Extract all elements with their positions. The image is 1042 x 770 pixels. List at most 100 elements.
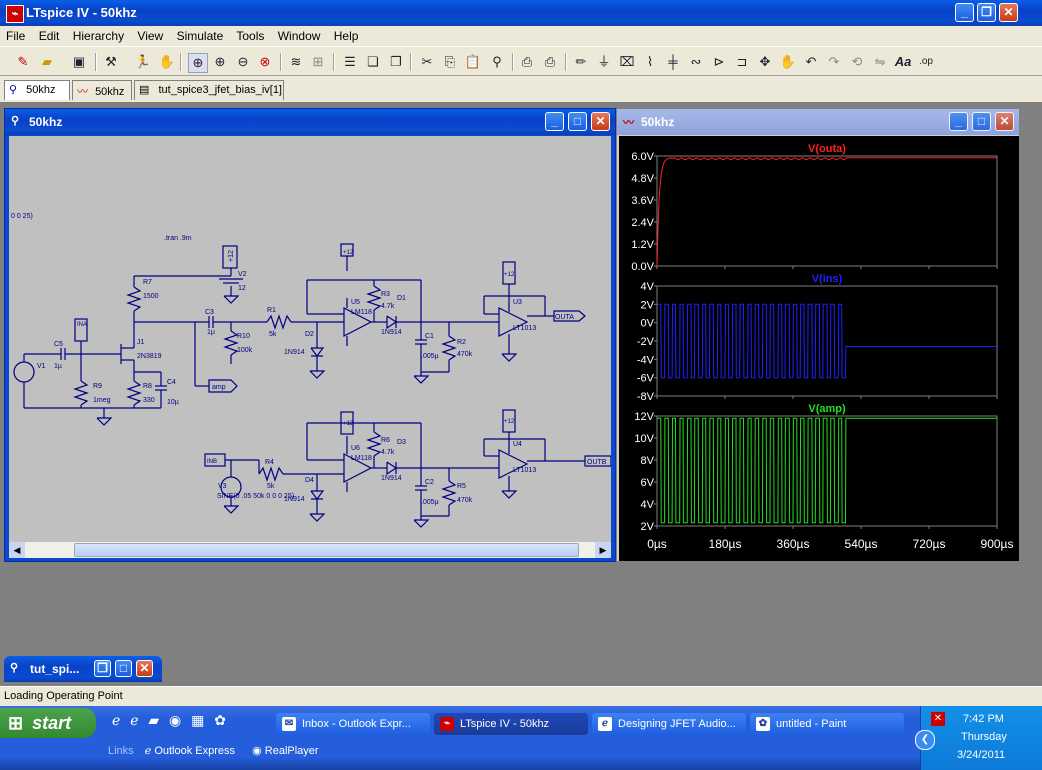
main-title-bar[interactable]: ⌁ LTspice IV - 50khz _ ❐ ✕ bbox=[0, 0, 1042, 26]
undo-icon[interactable]: ↶ bbox=[805, 54, 817, 69]
copy-icon[interactable]: ⎘ bbox=[444, 54, 456, 69]
grid-icon[interactable]: ⊞ bbox=[312, 54, 324, 69]
schematic-h-scrollbar[interactable]: ◀ ▶ bbox=[9, 542, 611, 558]
schematic-maximize-button[interactable]: □ bbox=[568, 112, 587, 131]
paste-icon[interactable]: 📋 bbox=[464, 54, 482, 69]
taskbar-paint[interactable]: ✿ untitled - Paint bbox=[750, 713, 904, 735]
scroll-thumb[interactable] bbox=[74, 543, 579, 557]
menu-simulate[interactable]: Simulate bbox=[176, 29, 224, 43]
taskbar-ie[interactable]: ℯ Designing JFET Audio... bbox=[592, 713, 746, 735]
realplayer-link[interactable]: RealPlayer bbox=[264, 745, 319, 757]
sine-source-text: SINE(0 .05 50k 0 0 0 25) bbox=[217, 493, 294, 500]
tile-horizontal-icon[interactable]: ☰ bbox=[344, 54, 356, 69]
close-button[interactable]: ✕ bbox=[999, 3, 1018, 22]
spice-directive-icon[interactable]: .op bbox=[919, 56, 933, 67]
waveform-title-bar[interactable]: 〰 50khz _ □ ✕ bbox=[617, 109, 1019, 135]
schematic-title-bar[interactable]: ⚲ 50khz _ □ ✕ bbox=[5, 109, 615, 135]
text-icon[interactable]: Aa bbox=[894, 54, 912, 69]
label-u5-plus12: +12 bbox=[343, 250, 354, 256]
media-icon[interactable]: ◉ bbox=[169, 712, 182, 728]
ground-icon[interactable]: ⏚ bbox=[597, 54, 611, 69]
waveform-minimize-button[interactable]: _ bbox=[949, 112, 968, 131]
waveform-maximize-button[interactable]: □ bbox=[972, 112, 991, 131]
trace-label[interactable]: V(outa) bbox=[808, 143, 846, 155]
tile-vertical-icon[interactable]: ❐ bbox=[390, 54, 402, 69]
trace-label[interactable]: V(ins) bbox=[812, 273, 843, 285]
folder-icon[interactable]: ▰ bbox=[148, 712, 160, 728]
minimized-maximize-button[interactable]: □ bbox=[115, 660, 132, 677]
zoom-in-icon[interactable]: ⊕ bbox=[214, 54, 226, 69]
menu-window[interactable]: Window bbox=[277, 29, 321, 43]
ie-icon[interactable]: ℯ bbox=[112, 712, 121, 728]
menu-help[interactable]: Help bbox=[333, 29, 359, 43]
rotate-icon[interactable]: ⟲ bbox=[851, 54, 863, 69]
schematic-minimize-button[interactable]: _ bbox=[545, 112, 564, 131]
zoom-area-icon[interactable]: ⊕ bbox=[188, 53, 208, 73]
schematic-canvas[interactable]: 0 0 25) .tran .9m SINE(0 .05 50k 0 0 0 2… bbox=[9, 136, 611, 542]
tab-waveform-50khz[interactable]: 〰 50khz bbox=[72, 80, 132, 100]
tab-netlist[interactable]: ▤ tut_spice3_jfet_bias_iv[1] bbox=[134, 80, 284, 100]
menu-view[interactable]: View bbox=[137, 29, 164, 43]
taskbar-outlook[interactable]: ✉ Inbox - Outlook Expr... bbox=[276, 713, 430, 735]
component-icon[interactable]: ⊐ bbox=[736, 54, 748, 69]
restore-button[interactable]: ❐ bbox=[977, 3, 996, 22]
schematic-window[interactable]: ⚲ 50khz _ □ ✕ bbox=[4, 108, 616, 562]
schematic-close-button[interactable]: ✕ bbox=[591, 112, 610, 131]
y-tick-label: 12V bbox=[634, 411, 654, 423]
print-icon[interactable]: ⎙ bbox=[544, 54, 556, 69]
minimized-window[interactable]: ⚲ tut_spi... ❐ □ ✕ bbox=[4, 656, 162, 682]
save-icon[interactable]: ▣ bbox=[72, 54, 86, 69]
open-icon[interactable]: ▰ bbox=[42, 54, 52, 69]
diode-icon[interactable]: ⊳ bbox=[713, 54, 725, 69]
menu-tools[interactable]: Tools bbox=[236, 29, 265, 43]
waveform-plot[interactable]: V(outa)6.0V4.8V3.6V2.4V1.2V0.0VV(ins)4V2… bbox=[619, 136, 1019, 561]
run-icon[interactable]: 🏃 bbox=[134, 54, 152, 69]
autorange-icon[interactable]: ≋ bbox=[290, 54, 302, 69]
links-label[interactable]: Links bbox=[108, 745, 134, 757]
label-r9: R9 bbox=[93, 383, 102, 390]
find-icon[interactable]: ⚲ bbox=[492, 54, 502, 69]
capacitor-icon[interactable]: ╪ bbox=[668, 54, 678, 69]
print-setup-icon[interactable]: ⎙ bbox=[521, 54, 533, 69]
start-button[interactable]: ⊞ start bbox=[0, 708, 96, 738]
mirror-icon[interactable]: ⇋ bbox=[874, 54, 886, 69]
zoom-fit-icon[interactable]: ⊗ bbox=[259, 54, 271, 69]
scroll-left-button[interactable]: ◀ bbox=[9, 542, 25, 558]
ie-alt-icon[interactable]: ℯ bbox=[130, 712, 139, 728]
control-panel-icon[interactable]: ⚒ bbox=[105, 54, 117, 69]
redo-icon[interactable]: ↷ bbox=[828, 54, 840, 69]
menu-edit[interactable]: Edit bbox=[38, 29, 60, 43]
paint-icon[interactable]: ✿ bbox=[214, 712, 227, 728]
taskbar-ltspice[interactable]: ⌁ LTspice IV - 50khz bbox=[434, 713, 588, 735]
alert-icon[interactable]: ✕ bbox=[931, 712, 945, 726]
waveform-close-button[interactable]: ✕ bbox=[995, 112, 1014, 131]
minimized-close-button[interactable]: ✕ bbox=[136, 660, 153, 677]
film-icon[interactable]: ▦ bbox=[191, 712, 205, 728]
cascade-icon[interactable]: ❏ bbox=[367, 54, 379, 69]
scroll-right-button[interactable]: ▶ bbox=[595, 542, 611, 558]
minimized-restore-button[interactable]: ❐ bbox=[94, 660, 111, 677]
tran-directive[interactable]: .tran .9m bbox=[164, 235, 192, 242]
resistor-icon[interactable]: ⌇ bbox=[646, 54, 654, 69]
cut-icon[interactable]: ✂ bbox=[421, 54, 433, 69]
label-net-icon[interactable]: ⌧ bbox=[619, 54, 635, 69]
outlook-link[interactable]: Outlook Express bbox=[154, 745, 236, 757]
menu-hierarchy[interactable]: Hierarchy bbox=[72, 29, 125, 43]
drag-icon[interactable]: ✋ bbox=[779, 54, 797, 69]
halt-icon[interactable]: ✋ bbox=[158, 54, 176, 69]
new-schematic-icon[interactable]: ✎ bbox=[17, 54, 29, 69]
clock-time[interactable]: 7:42 PM bbox=[963, 713, 1004, 725]
inductor-icon[interactable]: ∾ bbox=[690, 54, 702, 69]
tab-schematic-50khz[interactable]: ⚲ 50khz bbox=[4, 80, 70, 100]
menu-file[interactable]: File bbox=[6, 29, 26, 43]
label-c1: C1 bbox=[425, 333, 434, 340]
tray-expand-icon[interactable]: ❮ bbox=[915, 730, 935, 750]
wire-icon[interactable]: ✏ bbox=[575, 54, 587, 69]
zoom-out-icon[interactable]: ⊖ bbox=[237, 54, 249, 69]
trace-label[interactable]: V(amp) bbox=[808, 403, 846, 415]
document-tab-icon: ▤ bbox=[139, 84, 150, 96]
move-icon[interactable]: ✥ bbox=[759, 54, 771, 69]
label-u4-value: LT1013 bbox=[513, 467, 536, 474]
minimize-button[interactable]: _ bbox=[955, 3, 974, 22]
